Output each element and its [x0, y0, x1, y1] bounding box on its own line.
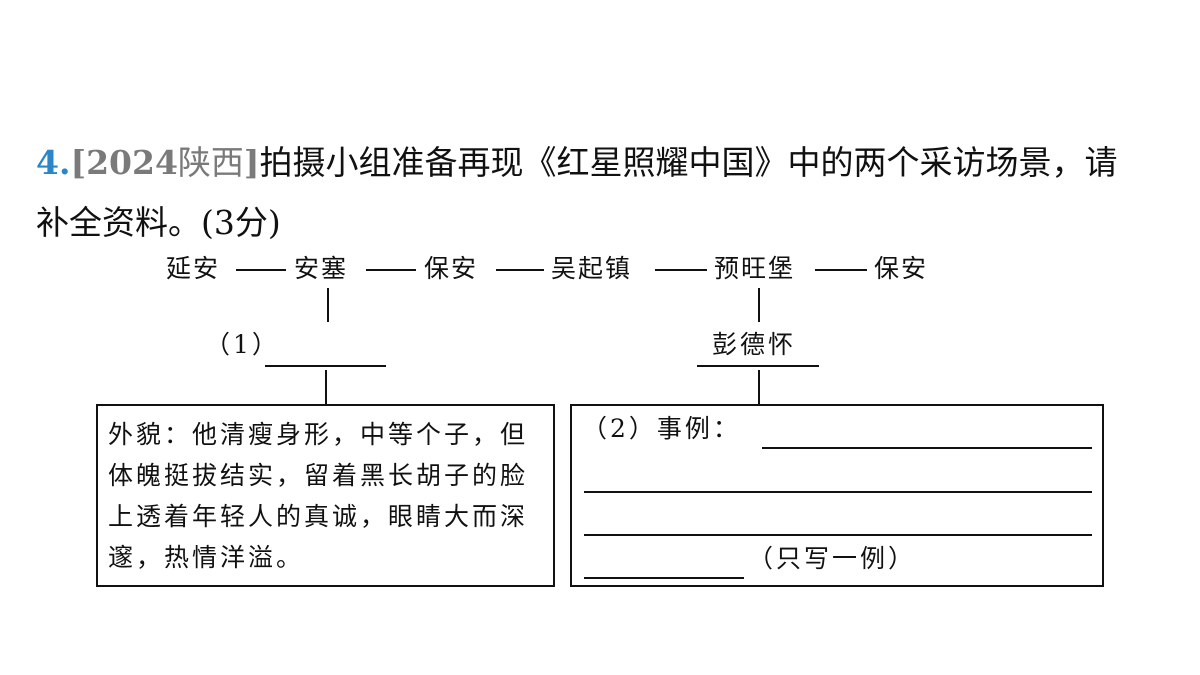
left-branch-answer-blank[interactable]	[265, 365, 386, 367]
question-text-line1: 拍摄小组准备再现《红星照耀中国》中的两个采访场景，请	[259, 143, 1118, 182]
example-answer-blank-4[interactable]	[584, 577, 744, 579]
route-stop-ansai: 安塞	[294, 254, 349, 283]
left-branch-lower-line	[325, 370, 327, 404]
example-label: （2）事例：	[582, 414, 741, 443]
question-score: (3分)	[201, 203, 281, 242]
example-note: （只写一例）	[748, 544, 917, 573]
route-connector	[366, 269, 416, 271]
example-answer-blank-3[interactable]	[584, 534, 1092, 536]
left-branch-label: （1）	[205, 330, 280, 359]
route-stop-wuqizhen: 吴起镇	[551, 254, 633, 283]
route-stop-yuwangbao: 预旺堡	[714, 254, 796, 283]
route-stop-yanan: 延安	[166, 254, 221, 283]
source-close: ]	[243, 143, 260, 182]
question-number: 4.	[36, 143, 71, 182]
example-answer-blank-1[interactable]	[762, 447, 1092, 449]
appearance-text: 外貌：他清瘦身形，中等个子，但体魄挺拔结实，留着黑长胡子的脸上透着年轻人的真诚，…	[108, 420, 529, 572]
right-branch-upper-line	[758, 288, 760, 322]
example-box: （2）事例： （只写一例）	[570, 404, 1104, 587]
route-connector	[496, 269, 544, 271]
route-stop-baoan-2: 保安	[874, 254, 929, 283]
example-answer-blank-2[interactable]	[584, 491, 1092, 493]
question-line-1: 4.[2024陕西]拍摄小组准备再现《红星照耀中国》中的两个采访场景，请	[36, 143, 1118, 183]
right-branch-underline	[697, 365, 819, 367]
right-branch-name: 彭德怀	[712, 330, 797, 359]
question-line-2: 补全资料。(3分)	[36, 203, 281, 243]
route-connector	[236, 269, 286, 271]
left-branch-upper-line	[327, 288, 329, 322]
route-connector	[815, 269, 867, 271]
question-source: [2024陕西]	[70, 143, 259, 182]
appearance-box: 外貌：他清瘦身形，中等个子，但体魄挺拔结实，留着黑长胡子的脸上透着年轻人的真诚，…	[96, 404, 555, 587]
right-branch-lower-line	[758, 370, 760, 404]
source-year: [2024	[70, 143, 178, 182]
source-region: 陕西	[177, 143, 244, 182]
route-connector	[655, 269, 707, 271]
question-text-line2: 补全资料。	[36, 203, 201, 242]
route-stop-baoan-1: 保安	[424, 254, 479, 283]
